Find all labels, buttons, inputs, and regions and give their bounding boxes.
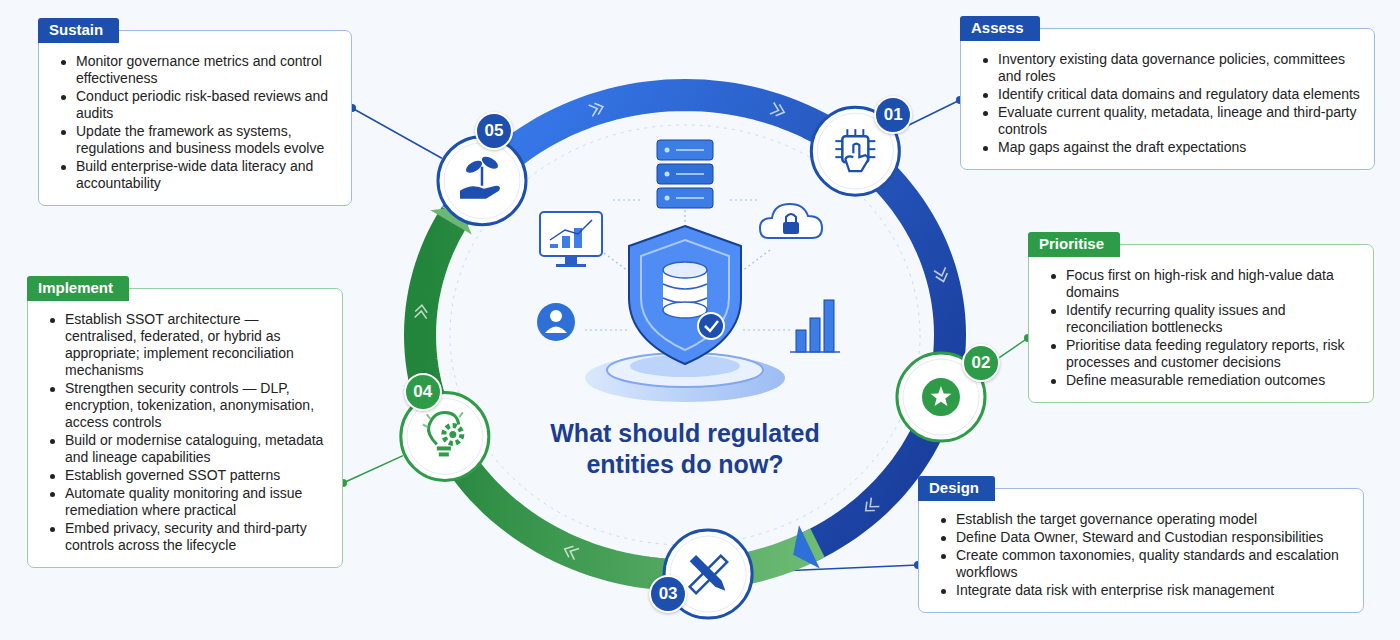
bullet-text: Embed privacy, security and third-party … <box>65 520 330 554</box>
bullet-dot <box>61 95 66 100</box>
ring-chevron <box>562 543 579 559</box>
bullet-item: Establish governed SSOT patterns <box>50 467 330 484</box>
phase-box: SustainMonitor governance metrics and co… <box>38 30 352 206</box>
ring-chevron <box>770 103 786 118</box>
ring-chevron <box>934 267 949 283</box>
bullet-dot <box>941 589 946 594</box>
phase-box: DesignEstablish the target governance op… <box>918 488 1364 613</box>
callout-number: 03 <box>649 575 687 613</box>
bullet-text: Focus first on high-risk and high-value … <box>1066 267 1361 301</box>
bullet-item: Automate quality monitoring and issue re… <box>50 485 330 519</box>
bullet-dot <box>50 474 55 479</box>
leader-line <box>352 108 442 158</box>
callout-number: 02 <box>962 344 1000 382</box>
bullet-item: Identify critical data domains and regul… <box>983 86 1362 103</box>
ring-chevron <box>589 101 605 116</box>
bullet-item: Embed privacy, security and third-party … <box>50 520 330 554</box>
bullet-text: Define measurable remediation outcomes <box>1066 372 1325 389</box>
bullet-dot <box>1051 344 1056 349</box>
bullet-item: Establish the target governance operatin… <box>941 511 1351 528</box>
bullet-item: Define Data Owner, Steward and Custodian… <box>941 529 1351 546</box>
bullet-item: Build enterprise-wide data literacy and … <box>61 158 339 192</box>
diagram-title: What should regulated entities do now? <box>510 418 860 480</box>
step-icons <box>401 107 985 618</box>
bullet-item: Focus first on high-risk and high-value … <box>1051 267 1361 301</box>
bullet-dot <box>983 111 988 116</box>
phase-box: ImplementEstablish SSOT architecture — c… <box>27 288 343 568</box>
data-security-illustration <box>537 140 840 402</box>
callout-number: 04 <box>404 373 442 411</box>
bullet-text: Identify critical data domains and regul… <box>998 86 1360 103</box>
ring-arrowhead <box>783 525 820 576</box>
bullet-item: Conduct periodic risk-based reviews and … <box>61 88 339 122</box>
bullet-text: Map gaps against the draft expectations <box>998 139 1246 156</box>
cycle-ring <box>420 95 950 575</box>
bullet-dot <box>941 518 946 523</box>
bullet-item: Map gaps against the draft expectations <box>983 139 1362 156</box>
bullet-item: Evaluate current quality, metadata, line… <box>983 104 1362 138</box>
ring-chevron <box>415 305 428 319</box>
ring-chevron <box>862 498 880 516</box>
bullet-text: Identify recurring quality issues and re… <box>1066 302 1361 336</box>
bullet-text: Establish the target governance operatin… <box>956 511 1257 528</box>
bullet-text: Integrate data risk with enterprise risk… <box>956 582 1274 599</box>
bullet-dot <box>61 60 66 65</box>
ring-arc-blue <box>456 95 950 547</box>
bullet-dot <box>50 318 55 323</box>
bullet-item: Establish SSOT architecture — centralise… <box>50 311 330 379</box>
bullet-text: Automate quality monitoring and issue re… <box>65 485 330 519</box>
bullet-text: Conduct periodic risk-based reviews and … <box>76 88 339 122</box>
phase-box: AssessInventory existing data governance… <box>960 28 1375 170</box>
bullet-item: Define measurable remediation outcomes <box>1051 372 1361 389</box>
bullet-text: Prioritise data feeding regulatory repor… <box>1066 337 1361 371</box>
callout-number: 01 <box>874 96 912 134</box>
bullet-dot <box>983 146 988 151</box>
bullet-text: Inventory existing data governance polic… <box>998 51 1362 85</box>
phase-box: PrioritiseFocus first on high-risk and h… <box>1028 244 1374 403</box>
bullet-text: Build enterprise-wide data literacy and … <box>76 158 339 192</box>
bullet-text: Create common taxonomies, quality standa… <box>956 547 1351 581</box>
bullet-dot <box>1051 274 1056 279</box>
bullet-dot <box>941 554 946 559</box>
bullet-text: Establish governed SSOT patterns <box>65 467 280 484</box>
bullet-dot <box>1051 309 1056 314</box>
phase-heading: Prioritise <box>1028 232 1120 257</box>
bullet-dot <box>50 439 55 444</box>
bullet-dot <box>50 387 55 392</box>
bullet-text: Evaluate current quality, metadata, line… <box>998 104 1362 138</box>
bullet-dot <box>941 536 946 541</box>
leader-line <box>343 456 403 483</box>
phase-heading: Design <box>918 476 995 501</box>
step-icon-circle <box>438 137 526 225</box>
bullet-dot <box>1051 379 1056 384</box>
bullet-item: Create common taxonomies, quality standa… <box>941 547 1351 581</box>
bullet-text: Define Data Owner, Steward and Custodian… <box>956 529 1323 546</box>
bullet-dot <box>983 58 988 63</box>
bullet-dot <box>61 130 66 135</box>
bullet-item: Integrate data risk with enterprise risk… <box>941 582 1351 599</box>
bullet-text: Establish SSOT architecture — centralise… <box>65 311 330 379</box>
bullet-item: Update the framework as systems, regulat… <box>61 123 339 157</box>
bullet-item: Prioritise data feeding regulatory repor… <box>1051 337 1361 371</box>
bullet-text: Monitor governance metrics and control e… <box>76 53 339 87</box>
phase-heading: Sustain <box>38 18 119 43</box>
phase-heading: Assess <box>960 16 1040 41</box>
ring-arc-green <box>420 215 818 575</box>
bullet-dot <box>61 165 66 170</box>
bullet-dot <box>50 527 55 532</box>
phase-heading: Implement <box>27 276 129 301</box>
bullet-item: Monitor governance metrics and control e… <box>61 53 339 87</box>
callout-number: 05 <box>475 112 513 150</box>
bullet-dot <box>983 93 988 98</box>
bullet-text: Strengthen security controls — DLP, encr… <box>65 380 330 431</box>
bullet-text: Update the framework as systems, regulat… <box>76 123 339 157</box>
bullet-item: Identify recurring quality issues and re… <box>1051 302 1361 336</box>
bullet-item: Build or modernise cataloguing, metadata… <box>50 432 330 466</box>
bullet-dot <box>50 492 55 497</box>
bullet-item: Inventory existing data governance polic… <box>983 51 1362 85</box>
bullet-text: Build or modernise cataloguing, metadata… <box>65 432 330 466</box>
bullet-item: Strengthen security controls — DLP, encr… <box>50 380 330 431</box>
